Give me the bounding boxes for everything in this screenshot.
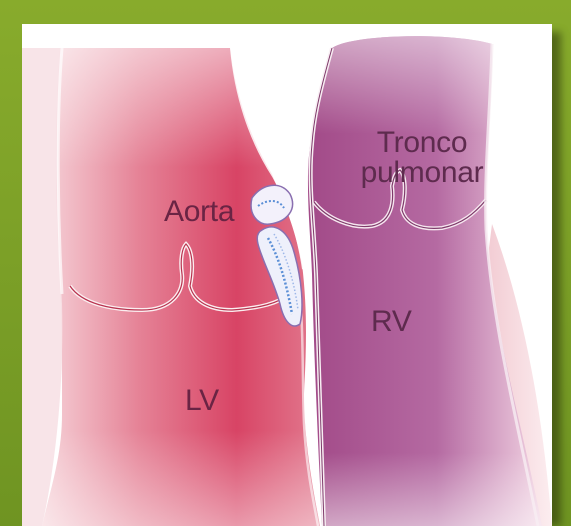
label-tronco-line2: pulmonar	[322, 158, 522, 188]
label-lv: LV	[185, 386, 219, 416]
left-outer-tissue	[22, 48, 62, 526]
label-rv: RV	[371, 307, 412, 337]
heart-diagram	[22, 24, 552, 526]
label-tronco-line1: Tronco	[322, 128, 522, 158]
label-aorta: Aorta	[164, 197, 234, 227]
illustration-panel: Tronco pulmonar Aorta RV LV	[22, 24, 552, 526]
label-tronco-pulmonar: Tronco pulmonar	[322, 128, 522, 188]
